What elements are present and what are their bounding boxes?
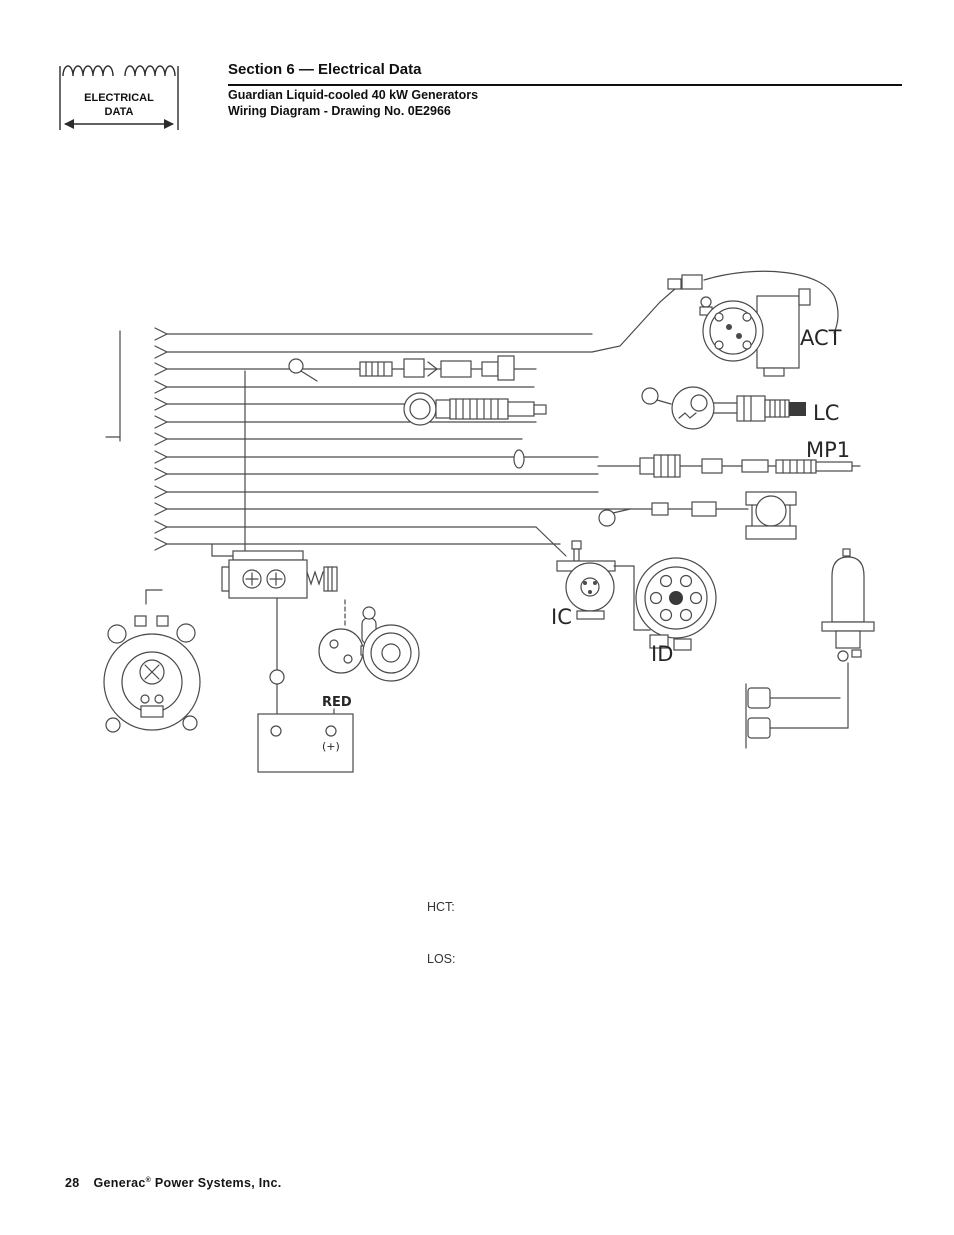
alternator xyxy=(103,615,201,733)
logo-text-line1: ELECTRICAL xyxy=(84,92,154,104)
temperature-sender xyxy=(403,392,547,469)
red-wire-label: RED xyxy=(322,695,352,710)
mount-bracket xyxy=(745,683,849,749)
footer-company: Power Systems, Inc. xyxy=(154,1176,282,1190)
gauge xyxy=(362,624,420,682)
registered-mark: ® xyxy=(145,1176,152,1184)
starter-solenoid xyxy=(221,550,338,599)
mp1-label: MP1 xyxy=(806,438,850,462)
footer-brand: Generac xyxy=(93,1176,146,1190)
battery-positive-label: (+) xyxy=(322,740,340,753)
page-footer: 28 Generac® Power Systems, Inc. xyxy=(65,1176,282,1190)
act-actuator: ACT xyxy=(591,270,842,377)
ignition-coil xyxy=(318,606,377,674)
page-number: 28 xyxy=(65,1176,80,1190)
ic-label: IC xyxy=(551,605,572,629)
lc-label: LC xyxy=(813,401,839,425)
lower-harness xyxy=(598,491,797,540)
mp1-harness: MP1 xyxy=(597,438,861,478)
act-label: ACT xyxy=(800,326,842,350)
link-lines xyxy=(145,589,346,715)
coil-icon xyxy=(124,65,176,77)
section-title: Section 6 — Electrical Data xyxy=(228,61,422,78)
inline-connectors xyxy=(359,355,515,381)
wiring-harness-left xyxy=(105,327,631,557)
arrow-right-icon xyxy=(164,119,174,129)
legend-los: LOS: xyxy=(427,952,456,966)
logo-text-line2: DATA xyxy=(105,106,134,118)
doc-subtitle-drawing: Wiring Diagram - Drawing No. 0E2966 xyxy=(228,104,451,118)
coil-icon xyxy=(62,65,114,77)
header-rule xyxy=(228,84,902,86)
ic-sensor: IC xyxy=(535,526,651,631)
electrical-data-logo: ELECTRICAL DATA xyxy=(59,65,179,130)
arrow-left-icon xyxy=(64,119,74,129)
lc-sensor: LC xyxy=(641,386,839,430)
id-label: ID xyxy=(651,642,673,666)
id-distributor: ID xyxy=(635,557,717,666)
battery: RED (+) xyxy=(257,695,354,773)
legend-hct: HCT: xyxy=(427,900,455,914)
fuel-pump xyxy=(821,548,875,729)
doc-subtitle-generators: Guardian Liquid-cooled 40 kW Generators xyxy=(228,88,479,102)
ring-terminal xyxy=(288,358,318,382)
